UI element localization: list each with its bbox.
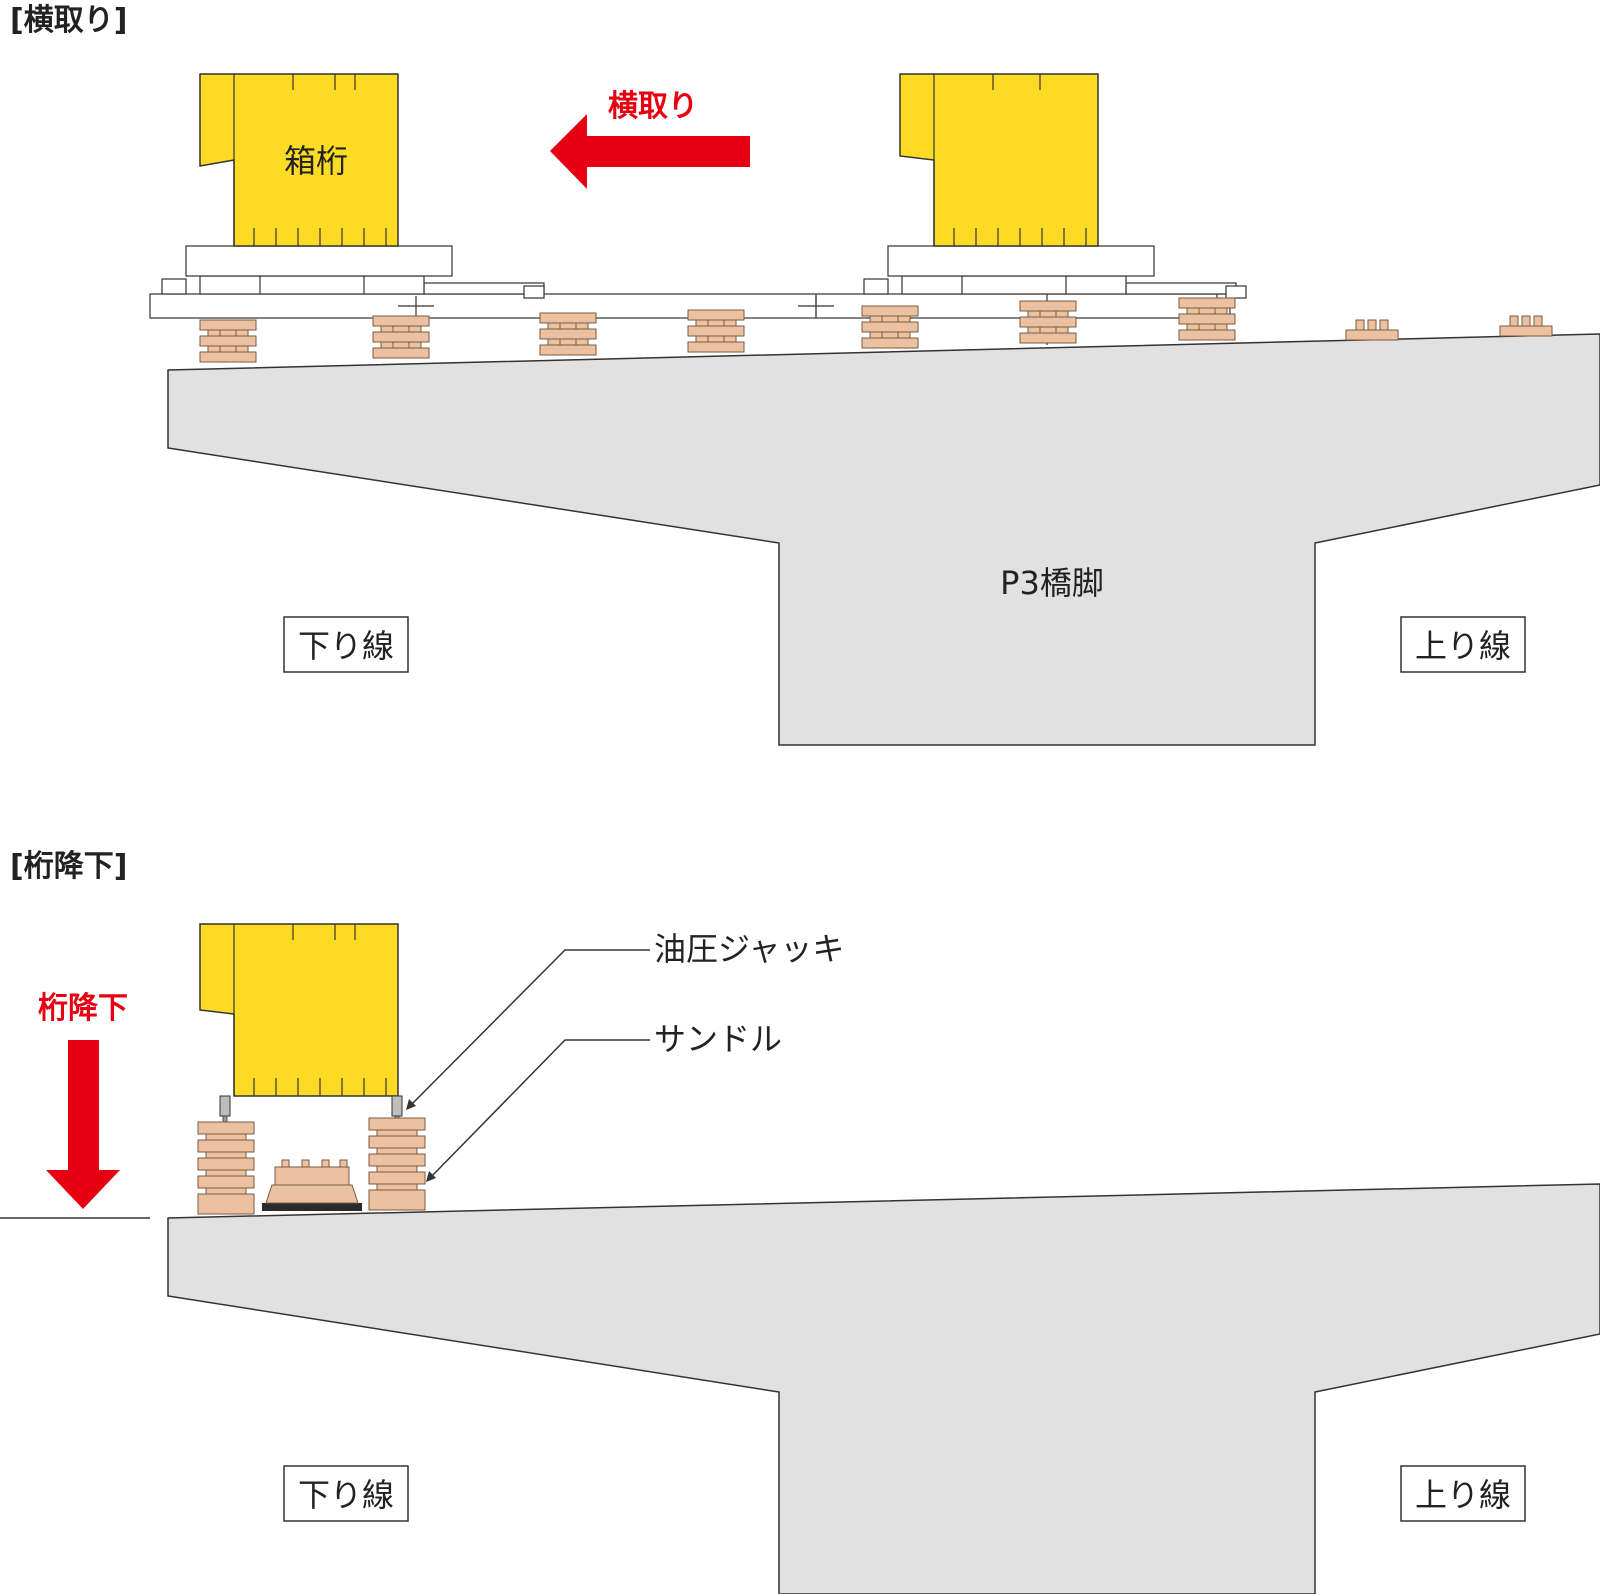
bottom-panel-title: [桁降下]: [10, 849, 127, 884]
pier-label: P3橋脚: [1000, 564, 1104, 602]
outbound-line-label-bottom: 下り線: [298, 1476, 394, 1514]
top-panel-title: [横取り]: [10, 3, 127, 38]
top-panel: [横取り]: [10, 3, 1600, 746]
box-girder-left: 箱桁: [199, 73, 399, 247]
lowering-direction-arrow: [46, 1040, 120, 1209]
box-girder-lowered: [199, 923, 399, 1097]
inbound-line-box: 上り線: [1400, 616, 1526, 673]
slide-arrow-label: 横取り: [608, 89, 698, 124]
slide-trolley-lowered: [262, 1159, 362, 1211]
sandle-callout-label: サンドル: [654, 1020, 782, 1058]
jack-callout-label: 油圧ジャッキ: [654, 930, 844, 968]
sandle-callout: サンドル: [426, 1020, 782, 1182]
outbound-line-box-bottom: 下り線: [283, 1465, 409, 1522]
inbound-line-label-bottom: 上り線: [1415, 1476, 1511, 1514]
lowering-arrow-label: 桁降下: [38, 991, 128, 1026]
right-trolley: [863, 245, 1155, 295]
bottom-panel: [桁降下]: [0, 849, 1600, 1594]
left-trolley: [161, 245, 453, 295]
outbound-line-label: 下り線: [298, 627, 394, 665]
outbound-line-box: 下り線: [283, 616, 409, 673]
slide-direction-arrow: [550, 114, 750, 189]
jack-callout: 油圧ジャッキ: [406, 930, 844, 1110]
inbound-line-label: 上り線: [1415, 627, 1511, 665]
pier-p3-top: [167, 333, 1600, 746]
pier-p3-bottom: [167, 1183, 1600, 1594]
box-girder-label: 箱桁: [284, 142, 348, 180]
beam-joint-mark: [398, 296, 834, 316]
inbound-line-box-bottom: 上り線: [1400, 1465, 1526, 1522]
box-girder-right: [899, 73, 1099, 247]
